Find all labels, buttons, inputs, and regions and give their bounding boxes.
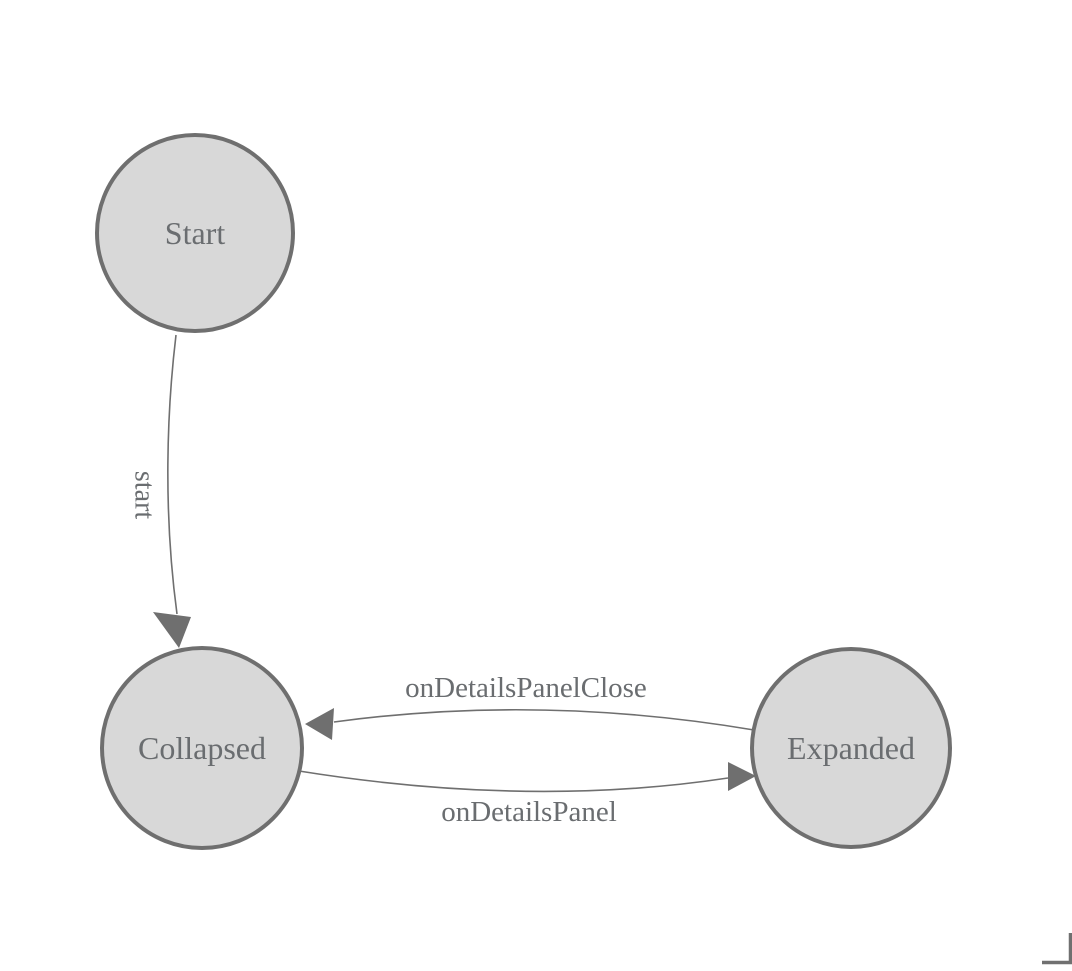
node-start-circle[interactable] xyxy=(95,133,295,333)
node-start[interactable]: Start xyxy=(95,133,295,333)
edge-ondetailspanel-label: onDetailsPanel xyxy=(441,796,617,828)
edge-start-label: start xyxy=(129,471,160,519)
node-collapsed-circle[interactable] xyxy=(100,646,304,850)
node-collapsed[interactable]: Collapsed xyxy=(100,646,304,850)
node-collapsed-label: Collapsed xyxy=(138,730,266,766)
edge-ondetailspanelclose-label: onDetailsPanelClose xyxy=(405,672,647,704)
canvas-corner-mark xyxy=(1042,933,1072,965)
node-expanded[interactable]: Expanded xyxy=(750,647,952,849)
edge-collapsed-to-expanded-path xyxy=(298,770,729,793)
edge-start-to-collapsed-path xyxy=(167,334,178,615)
edge-expanded-to-collapsed-path xyxy=(333,708,755,731)
edge-collapsed-to-expanded: onDetailsPanel xyxy=(298,762,756,828)
edge-start-to-collapsed-arrowhead-icon xyxy=(153,612,191,648)
node-expanded-circle[interactable] xyxy=(750,647,952,849)
edge-expanded-to-collapsed-arrowhead-icon xyxy=(305,708,334,740)
node-expanded-label: Expanded xyxy=(787,730,915,766)
edge-start-to-collapsed: start xyxy=(129,334,191,648)
node-start-label: Start xyxy=(165,215,226,251)
edge-expanded-to-collapsed: onDetailsPanelClose xyxy=(305,672,755,740)
edge-collapsed-to-expanded-arrowhead-icon xyxy=(728,762,756,791)
